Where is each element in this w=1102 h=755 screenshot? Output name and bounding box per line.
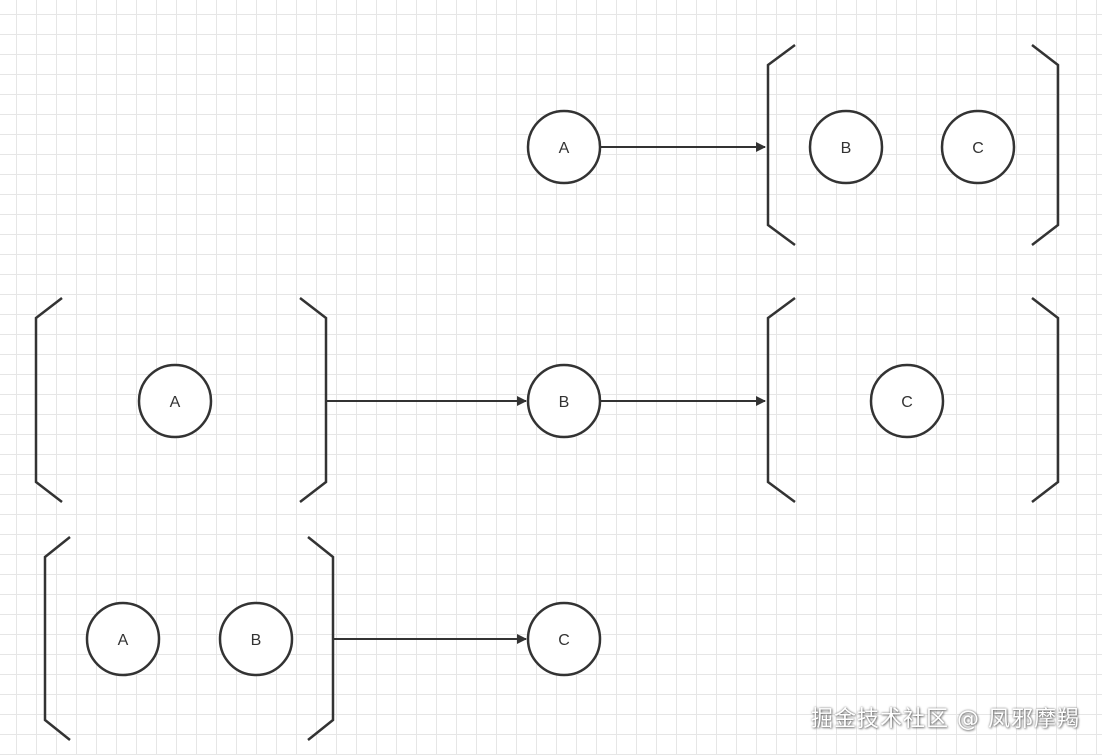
svg-text:C: C: [901, 394, 913, 411]
row-3: A B C: [43, 536, 602, 741]
svg-text:B: B: [841, 140, 852, 157]
row2-node-a: A: [137, 363, 213, 439]
watermark: 掘金技术社区 @ 凤邪摩羯: [811, 707, 1080, 732]
row-2: A B C: [34, 296, 1060, 504]
row3-left-bracket: [43, 536, 71, 741]
row2-node-c: C: [869, 363, 945, 439]
row-1: A B C: [526, 43, 1060, 247]
row3-right-bracket: [307, 536, 335, 741]
row2-group-c-right-bracket: [1031, 297, 1060, 503]
row1-left-bracket: [766, 43, 796, 247]
row2-node-b: B: [526, 363, 602, 439]
row1-node-b: B: [808, 109, 884, 185]
svg-text:A: A: [118, 632, 129, 649]
svg-text:B: B: [251, 632, 262, 649]
row3-node-a: A: [85, 601, 161, 677]
row3-node-b: B: [218, 601, 294, 677]
row1-node-a: A: [526, 109, 602, 185]
svg-text:C: C: [558, 632, 570, 649]
row1-right-bracket: [1031, 44, 1060, 246]
svg-text:A: A: [559, 140, 570, 157]
row2-group-c-left-bracket: [766, 296, 796, 504]
svg-text:A: A: [170, 394, 181, 411]
svg-text:B: B: [559, 394, 570, 411]
row2-group-a-right-bracket: [299, 297, 328, 503]
row2-group-a-left-bracket: [34, 297, 63, 503]
row1-node-c: C: [940, 109, 1016, 185]
row3-node-c: C: [526, 601, 602, 677]
svg-text:C: C: [972, 140, 984, 157]
